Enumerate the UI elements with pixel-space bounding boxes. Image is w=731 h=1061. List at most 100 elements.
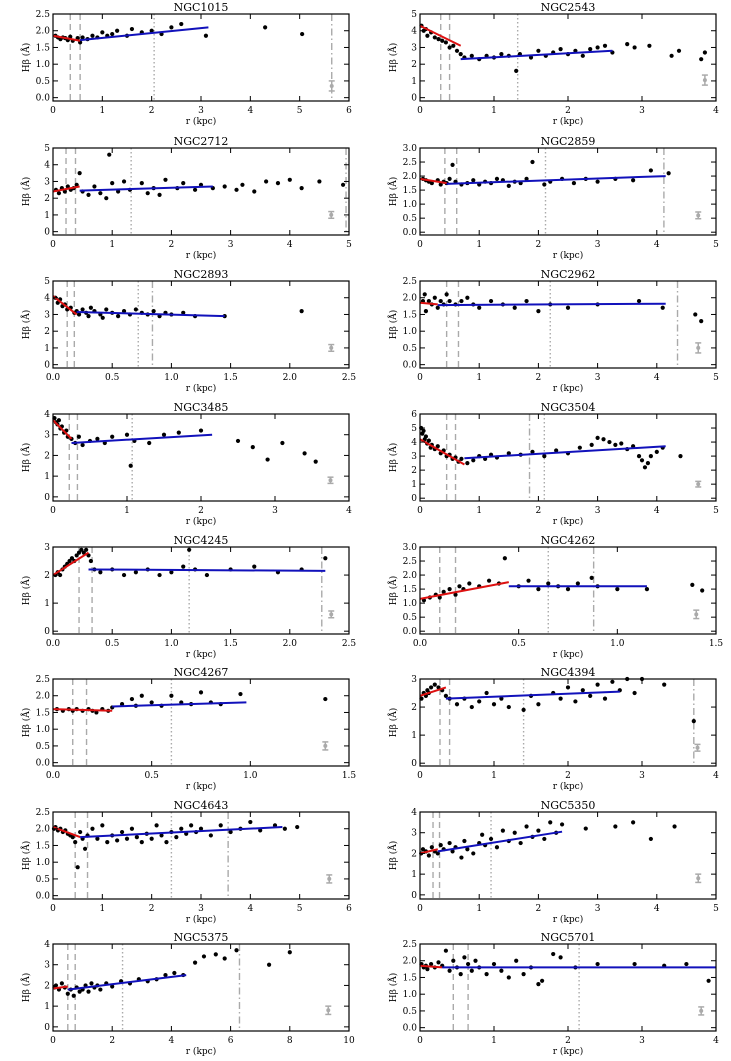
data-point [500, 828, 505, 833]
x-tick-label: 0.5 [512, 639, 527, 649]
data-point [558, 47, 563, 52]
data-point [660, 305, 665, 310]
data-point [473, 958, 478, 963]
data-point [89, 981, 94, 986]
data-point [181, 310, 186, 315]
y-tick-label: 4 [44, 410, 50, 420]
panel-title: NGC2859 [541, 135, 596, 148]
y-tick-label: 1.0 [403, 327, 418, 337]
x-axis-label: r (kpc) [553, 649, 583, 660]
data-point [459, 855, 464, 860]
x-tick-label: 1.0 [164, 373, 179, 383]
data-point [121, 572, 127, 578]
data-point [601, 437, 606, 442]
panel-title: NGC2543 [541, 1, 596, 14]
data-point [524, 176, 529, 181]
y-tick-label: 2 [44, 981, 50, 991]
y-tick-label: 1.0 [403, 200, 418, 210]
y-tick-label: 1.0 [36, 858, 51, 868]
y-tick-label: 3 [44, 543, 50, 553]
inner-fit-line [419, 964, 443, 969]
x-tick-label: 0.5 [145, 771, 160, 781]
y-tick-label: 2 [44, 451, 50, 461]
x-tick-label: 2 [536, 240, 542, 250]
panel-title: NGC2893 [174, 268, 229, 281]
x-axis-label: r (kpc) [553, 781, 583, 792]
data-point [265, 457, 270, 462]
plot-frame [419, 413, 717, 502]
data-point [506, 183, 511, 188]
data-point [454, 48, 460, 53]
data-point [436, 36, 441, 42]
outer-fit-line [445, 690, 620, 700]
data-point [139, 840, 144, 845]
data-point [512, 305, 517, 310]
inner-fit-line [419, 24, 462, 47]
x-tick-label: 3 [595, 506, 601, 516]
y-tick-label: 2.0 [36, 692, 51, 702]
x-tick-label: 2 [565, 1036, 571, 1046]
data-point [275, 181, 281, 186]
data-point [573, 699, 578, 704]
data-point [484, 972, 489, 977]
x-tick-label: 1 [476, 240, 482, 250]
x-tick-label: 5 [713, 240, 719, 250]
x-tick-label: 1.5 [342, 771, 357, 781]
y-tick-label: 1.0 [36, 60, 51, 70]
y-tick-label: 0 [411, 494, 417, 504]
y-tick-label: 4 [44, 294, 50, 304]
x-tick-label: 5 [713, 373, 719, 383]
data-point [632, 45, 637, 50]
y-tick-label: 1.5 [36, 708, 51, 718]
y-tick-label: 0 [411, 759, 417, 769]
data-point [124, 432, 130, 437]
data-point [436, 960, 441, 965]
y-tick-label: 0.0 [403, 361, 418, 371]
data-point [546, 581, 551, 586]
data-point [488, 298, 494, 304]
outer-fit-line [460, 49, 613, 61]
y-tick-label: 1.5 [36, 841, 51, 851]
x-axis-label: r (kpc) [553, 250, 583, 261]
inner-fit-line [52, 708, 113, 712]
data-point [159, 833, 164, 838]
data-point [648, 168, 653, 173]
data-point [67, 558, 72, 564]
y-tick-label: 3.0 [403, 543, 418, 553]
y-tick-label: 1.0 [36, 725, 51, 735]
data-point [76, 312, 82, 317]
plot-frame [419, 811, 717, 900]
x-axis-label: r (kpc) [186, 649, 216, 660]
panel-title: NGC5375 [174, 931, 229, 944]
data-point [454, 702, 460, 707]
data-point [613, 442, 618, 447]
data-point [558, 955, 563, 960]
data-point [499, 696, 504, 701]
x-axis-label: r (kpc) [186, 914, 216, 925]
x-tick-label: 0 [417, 771, 423, 781]
inner-fit-line [52, 419, 73, 440]
x-tick-label: 2 [149, 904, 155, 914]
data-point [134, 834, 139, 840]
x-tick-label: 1 [109, 240, 115, 250]
data-point [690, 582, 695, 587]
x-tick-label: 2.5 [342, 639, 357, 649]
data-point [104, 307, 109, 312]
error-bar-point [328, 478, 333, 483]
data-point [506, 975, 511, 980]
y-tick-label: 0.5 [403, 1007, 418, 1017]
data-point [447, 176, 452, 181]
data-point [571, 180, 577, 186]
y-tick-label: 2.0 [36, 27, 51, 37]
data-point [222, 184, 227, 189]
data-point [565, 305, 571, 310]
data-point [447, 840, 452, 846]
data-point [100, 823, 105, 828]
data-point [458, 972, 463, 977]
data-point [438, 298, 443, 304]
inner-fit-line [419, 848, 438, 855]
